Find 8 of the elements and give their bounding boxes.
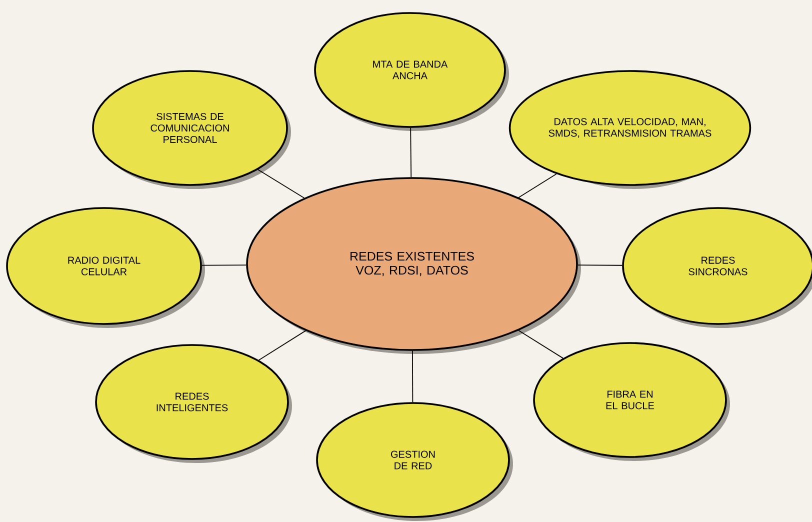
connector-line	[412, 350, 414, 403]
connector-line	[258, 330, 306, 361]
connector-line	[518, 174, 557, 198]
connector-line	[258, 169, 305, 198]
connector-line	[410, 127, 412, 178]
connector-line	[577, 264, 623, 266]
connector-line	[201, 264, 247, 266]
connector-line	[518, 330, 564, 359]
